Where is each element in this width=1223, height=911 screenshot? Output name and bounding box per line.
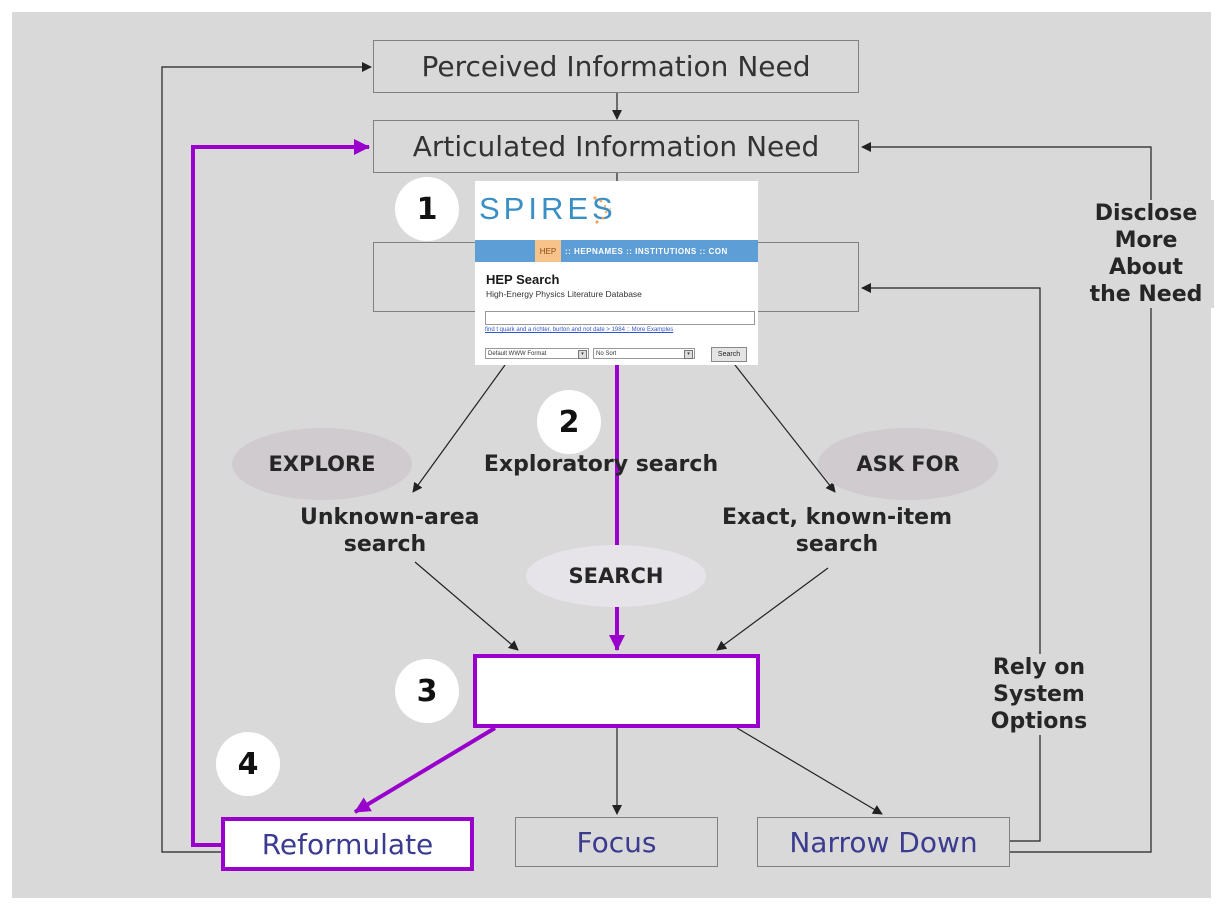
exact-line-1: Exact, known-item <box>721 505 953 530</box>
focus-label: Focus <box>576 825 657 859</box>
ask-for-label: ASK FOR <box>856 452 960 476</box>
spires-sparkle-icon <box>593 196 611 224</box>
disclose-line-3: About <box>1108 255 1184 280</box>
reformulate-label: Reformulate <box>261 827 434 861</box>
reformulate-box: Reformulate <box>221 817 474 871</box>
narrow-down-label: Narrow Down <box>789 825 978 859</box>
unknown-area-line-1: Unknown-area <box>300 505 480 530</box>
perceived-need-box: Perceived Information Need <box>373 40 859 93</box>
rely-line-3: Options <box>990 709 1088 734</box>
exploratory-search-label: Exploratory search <box>483 452 719 477</box>
search-ellipse: SEARCH <box>526 545 706 607</box>
articulated-need-box: Articulated Information Need <box>373 120 859 173</box>
spires-format-value: Default WWW Format <box>488 350 547 357</box>
rely-on-system-options-label: Rely on System Options <box>974 654 1104 735</box>
ask-for-ellipse: ASK FOR <box>818 428 998 500</box>
perceived-need-label: Perceived Information Need <box>421 50 811 83</box>
spires-logo: SPIRES <box>479 191 617 226</box>
explore-ellipse: EXPLORE <box>232 428 412 500</box>
chevron-down-icon: ▾ <box>684 350 693 359</box>
unknown-area-search-label: Unknown-area search <box>300 504 480 558</box>
articulated-need-label: Articulated Information Need <box>412 130 820 163</box>
rely-line-2: System <box>993 682 1085 707</box>
disclose-line-1: Disclose <box>1094 201 1198 226</box>
exact-line-2: search <box>795 532 879 557</box>
spires-search-input[interactable] <box>485 311 755 325</box>
step-2-circle: 2 <box>537 390 601 454</box>
spires-title: HEP Search <box>486 272 560 287</box>
spires-example-link[interactable]: find t quark and a richter, burton and n… <box>485 327 674 333</box>
disclose-line-2: More <box>1114 228 1178 253</box>
explore-label: EXPLORE <box>268 452 376 476</box>
disclose-more-label: Disclose More About the Need <box>1078 200 1214 308</box>
unknown-area-line-2: search <box>343 532 427 557</box>
step-4-circle: 4 <box>216 732 280 796</box>
spires-format-select[interactable]: Default WWW Format ▾ <box>485 348 589 359</box>
step-1-circle: 1 <box>395 177 459 241</box>
spires-nav-links[interactable]: :: HEPNAMES :: INSTITUTIONS :: CON <box>565 246 728 256</box>
spires-screenshot: SPIRES HEP :: HEPNAMES :: INSTITUTIONS :… <box>475 181 758 365</box>
result-box <box>473 654 760 728</box>
spires-sort-value: No Sort <box>596 350 617 357</box>
disclose-line-4: the Need <box>1089 282 1203 307</box>
narrow-down-box: Narrow Down <box>757 817 1010 867</box>
exact-known-item-search-label: Exact, known-item search <box>706 504 968 558</box>
step-3-circle: 3 <box>395 659 459 723</box>
spires-sort-select[interactable]: No Sort ▾ <box>593 348 695 359</box>
spires-subtitle: High-Energy Physics Literature Database <box>486 289 642 299</box>
rely-line-1: Rely on <box>992 655 1086 680</box>
search-label: SEARCH <box>568 564 664 588</box>
spires-search-button[interactable]: Search <box>711 347 747 362</box>
spires-tab-hep[interactable]: HEP <box>535 240 561 262</box>
focus-box: Focus <box>515 817 718 867</box>
chevron-down-icon: ▾ <box>578 350 587 359</box>
